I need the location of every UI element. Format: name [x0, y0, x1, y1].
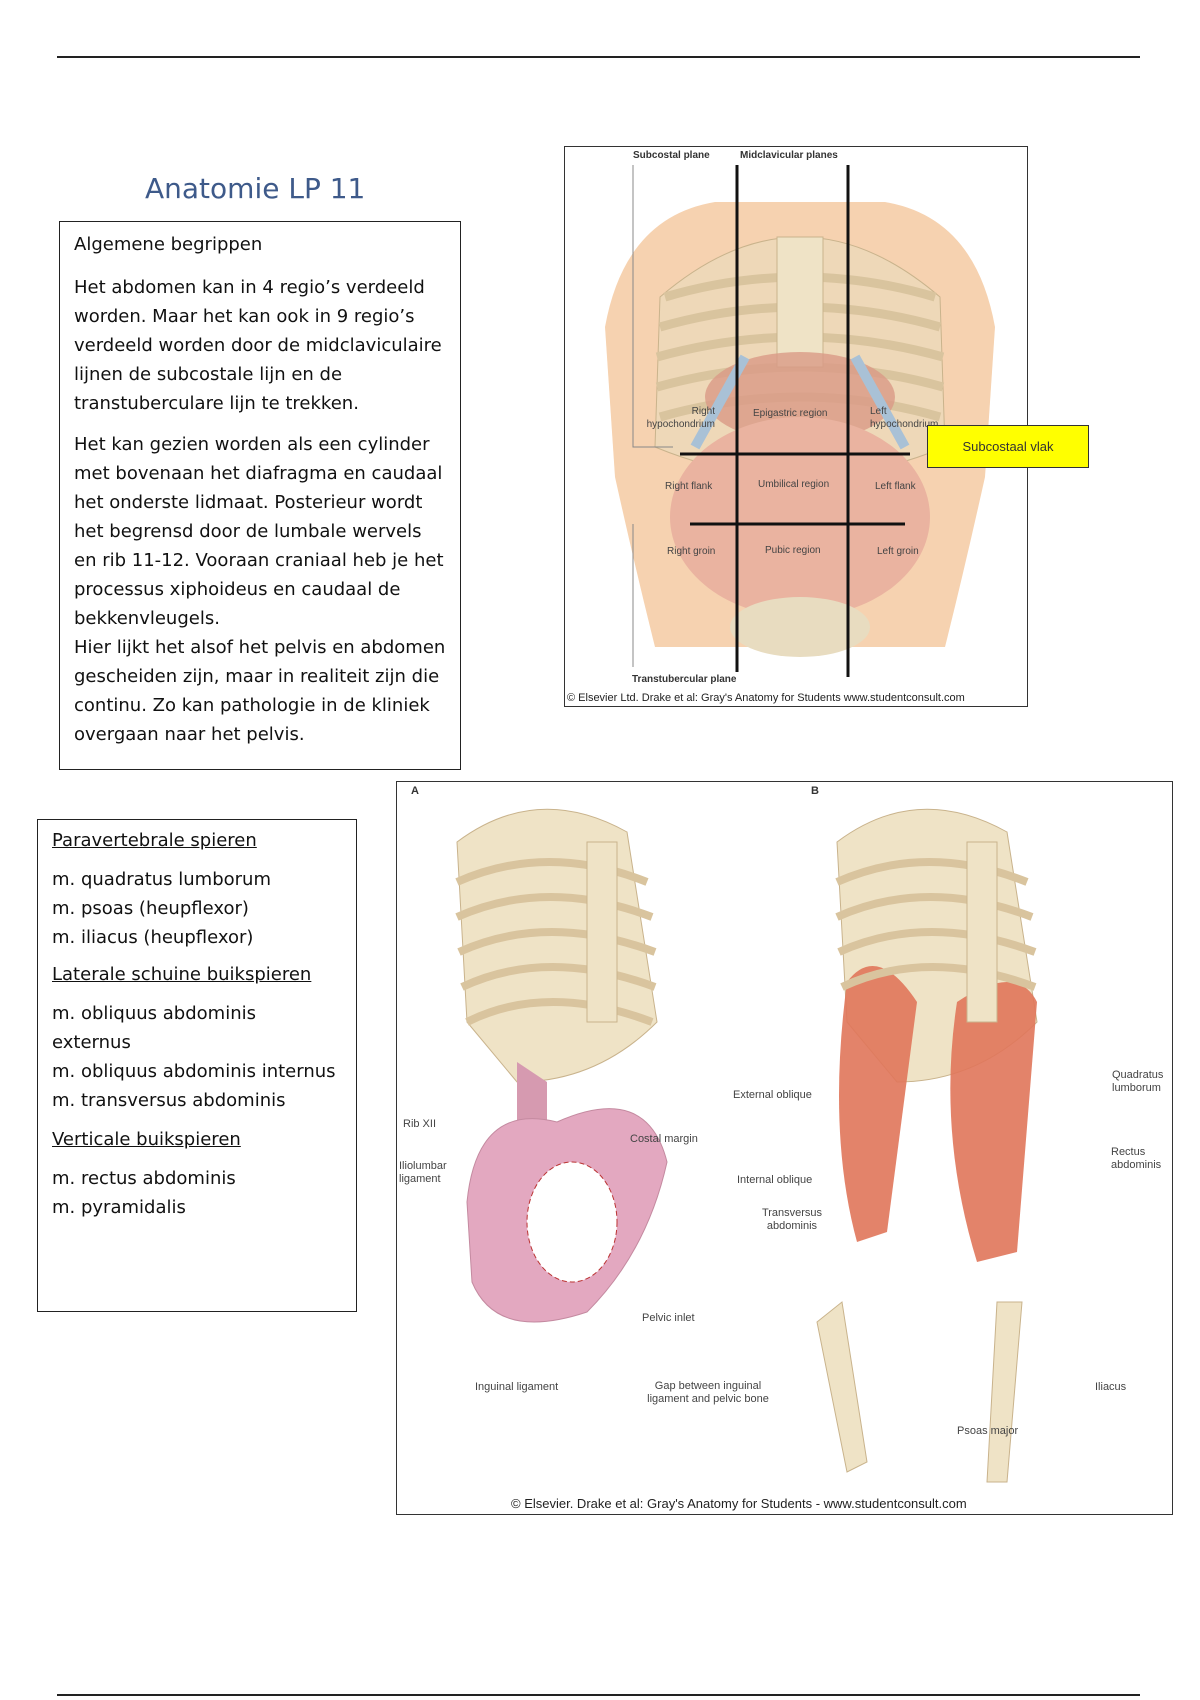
muscles-illustration: [455, 808, 1038, 1483]
box-heading: Algemene begrippen: [74, 234, 263, 255]
label-rib-xii: Rib XII: [403, 1118, 437, 1130]
list-item: m. iliacus (heupflexor): [52, 927, 254, 948]
panel-a-drawing: [455, 808, 668, 1323]
label-pelvic-inlet: Pelvic inlet: [642, 1312, 695, 1324]
paragraph: Het kan gezien worden als een cylinder m…: [74, 434, 444, 629]
section-heading: Laterale schuine buikspieren: [52, 964, 312, 985]
label-umbilical: Umbilical region: [758, 479, 830, 490]
muscles-box: Paravertebrale spieren m. quadratus lumb…: [37, 819, 357, 1312]
label-right-groin: Right groin: [667, 546, 716, 557]
label-gap: Gap between inguinal ligament and pelvic…: [647, 1380, 769, 1405]
subcostal-annotation: Subcostaal vlak: [927, 425, 1089, 468]
paragraph: Hier lijkt het alsof het pelvis en abdom…: [74, 637, 446, 745]
label-right-hypochondrium: Right hypochondrium: [646, 406, 715, 430]
abdominal-muscles-figure: A B Rib XII Iliolumbar ligament Costal m…: [396, 781, 1173, 1515]
panel-b-drawing: [816, 808, 1038, 1483]
page-title: Anatomie LP 11: [145, 172, 366, 205]
label-left-groin: Left groin: [877, 546, 919, 557]
torso-illustration: [605, 165, 995, 677]
list-item: m. psoas (heupflexor): [52, 898, 249, 919]
top-rule: [57, 56, 1140, 58]
label-costal-margin: Costal margin: [630, 1133, 698, 1145]
section-heading: Paravertebrale spieren: [52, 830, 257, 851]
list-item: m. pyramidalis: [52, 1197, 186, 1218]
label-iliacus: Iliacus: [1095, 1381, 1127, 1393]
label-transtubercular-plane: Transtubercular plane: [632, 674, 737, 685]
bottom-rule: [57, 1694, 1140, 1696]
panel-b-label: B: [811, 785, 819, 797]
label-inguinal-ligament: Inguinal ligament: [475, 1381, 559, 1393]
label-transversus: Transversus abdominis: [761, 1207, 823, 1232]
list-item: m. obliquus abdominis internus: [52, 1061, 336, 1082]
section-heading: Verticale buikspieren: [52, 1129, 241, 1150]
list-item: m. rectus abdominis: [52, 1168, 236, 1189]
label-rectus: Rectus abdominis: [1111, 1146, 1162, 1171]
label-pubic: Pubic region: [765, 545, 821, 556]
list-item: m. transversus abdominis: [52, 1090, 286, 1111]
list-item: m. obliquus abdominis externus: [52, 1003, 256, 1053]
label-epigastric: Epigastric region: [753, 408, 828, 419]
figure-credit: © Elsevier Ltd. Drake et al: Gray's Anat…: [567, 692, 965, 704]
list-item: m. quadratus lumborum: [52, 869, 271, 890]
label-right-flank: Right flank: [665, 481, 713, 492]
label-external-oblique: External oblique: [733, 1089, 812, 1101]
label-midclavicular-planes: Midclavicular planes: [740, 150, 838, 161]
label-left-flank: Left flank: [875, 481, 916, 492]
figure-credit: © Elsevier. Drake et al: Gray's Anatomy …: [511, 1496, 967, 1511]
general-concepts-box: Algemene begrippen Het abdomen kan in 4 …: [59, 221, 461, 770]
label-psoas: Psoas major: [957, 1425, 1019, 1437]
label-left-hypochondrium: Left hypochondrium: [870, 406, 939, 430]
label-internal-oblique: Internal oblique: [737, 1174, 813, 1186]
label-subcostal-plane: Subcostal plane: [633, 150, 710, 161]
label-quadratus: Quadratus lumborum: [1112, 1069, 1164, 1094]
label-iliolumbar: Iliolumbar ligament: [399, 1160, 447, 1185]
paragraph: Het abdomen kan in 4 regio’s verdeeld wo…: [74, 277, 442, 414]
panel-a-label: A: [411, 785, 419, 797]
